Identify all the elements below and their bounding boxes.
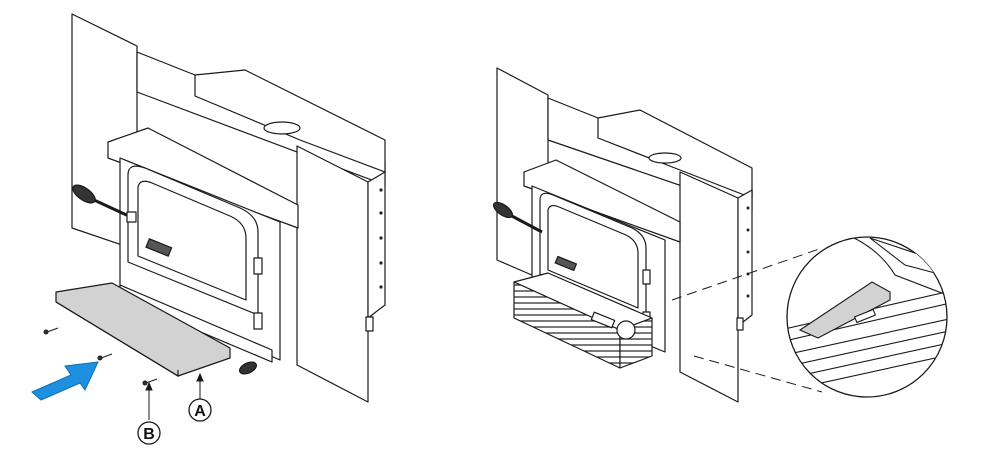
left-stove-illustration	[71, 13, 386, 403]
plate-a-edge	[55, 301, 179, 378]
left-name-plate	[145, 238, 173, 257]
right-blower-fan	[616, 320, 636, 340]
right-stove-illustration	[492, 67, 753, 403]
left-stove-hood	[107, 127, 299, 229]
magnified-detail	[786, 236, 948, 398]
screw-2	[97, 353, 113, 361]
left-door-glass	[137, 180, 247, 301]
right-edge-strip	[737, 189, 753, 327]
right-door-glass	[547, 204, 639, 309]
right-edge-clip	[736, 317, 744, 331]
left-hinge-bottom	[253, 312, 263, 330]
callout-a-label: A	[194, 403, 206, 420]
left-flue-collar	[263, 121, 301, 135]
left-bottom-knob	[238, 361, 258, 375]
screws	[43, 327, 158, 386]
right-flue-collar	[648, 152, 682, 164]
right-blower-switch	[590, 311, 616, 329]
right-hinge-top	[642, 269, 651, 285]
left-hinge-top	[253, 257, 263, 275]
left-right-panel	[296, 145, 369, 403]
callout-b: B	[137, 421, 161, 445]
callout-b-label: B	[143, 426, 155, 443]
left-edge-clip	[365, 316, 374, 332]
left-edge-strip	[367, 171, 386, 319]
left-air-handle	[72, 184, 137, 223]
magnifier-leaders	[671, 247, 823, 393]
callout-a: A	[188, 398, 212, 422]
callout-leaders	[145, 372, 204, 420]
left-edge-holes	[379, 188, 383, 289]
right-stove-hood	[523, 159, 681, 243]
blue-arrow-icon	[31, 361, 99, 401]
detail-clip	[853, 308, 877, 324]
screw-1	[43, 327, 59, 335]
screw-3	[142, 378, 158, 386]
right-name-plate	[554, 255, 577, 272]
detail-plate	[798, 281, 891, 339]
right-air-handle	[492, 201, 543, 234]
